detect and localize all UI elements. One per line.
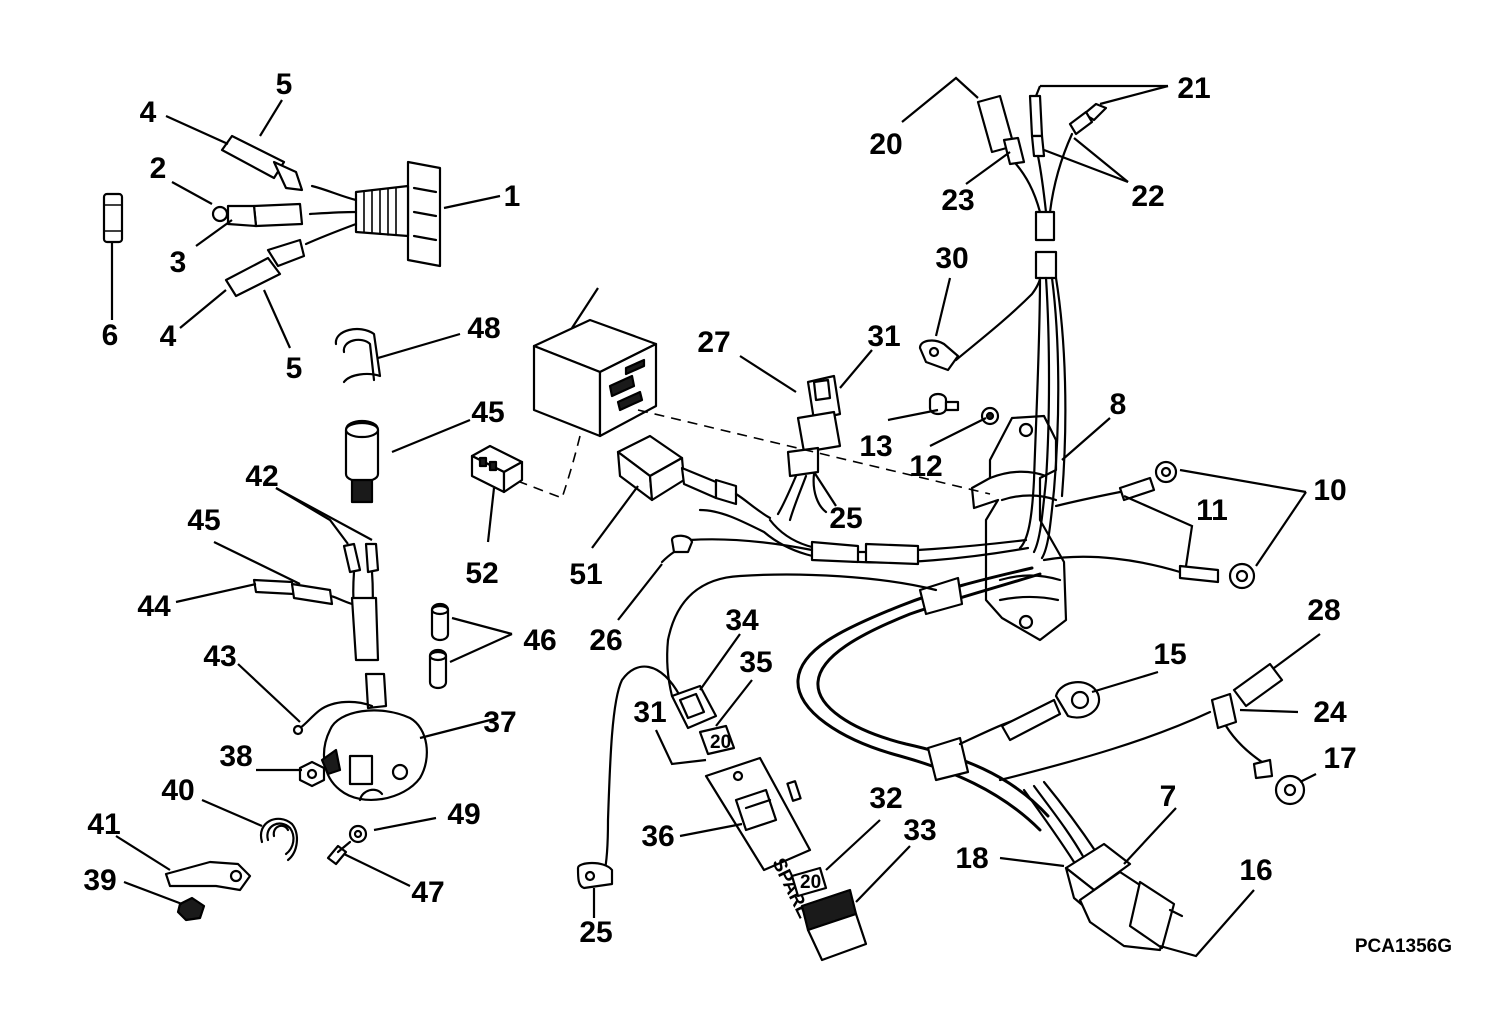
part-40-lever bbox=[164, 860, 252, 892]
part-31-fuse-lower: 20 bbox=[790, 866, 828, 898]
part-23-27-17-leads bbox=[998, 662, 1306, 806]
part-12-washer bbox=[980, 406, 1000, 426]
callout-5-lower: 5 bbox=[286, 352, 303, 385]
callout-45: 45 bbox=[471, 396, 504, 429]
callout-22: 23 bbox=[941, 184, 974, 217]
callout-11: 11 bbox=[1196, 494, 1228, 527]
callout-33: 34 bbox=[725, 604, 759, 637]
callout-44: 45 bbox=[187, 504, 220, 537]
part-34-fuse: 20 bbox=[698, 724, 736, 756]
part-13-screw bbox=[928, 392, 960, 416]
callout-48: 48 bbox=[467, 312, 500, 345]
part-5-connector-lower bbox=[224, 238, 306, 298]
callout-25-upper: 25 bbox=[829, 502, 862, 535]
callout-46: 46 bbox=[523, 624, 556, 657]
callout-38: 39 bbox=[83, 864, 116, 897]
callout-49: 49 bbox=[447, 798, 480, 831]
part-47-screw bbox=[326, 840, 352, 866]
callout-4-lower: 4 bbox=[160, 320, 177, 353]
callout-24: 25 bbox=[579, 916, 612, 949]
callout-15: 15 bbox=[1153, 638, 1186, 671]
callout-4-upper: 4 bbox=[140, 96, 157, 129]
callout-35: 36 bbox=[641, 820, 674, 853]
callout-25-lower: 26 bbox=[589, 624, 622, 657]
part-26-30-connector bbox=[776, 374, 842, 522]
callout-26: 27 bbox=[697, 326, 730, 359]
part-38-nut bbox=[176, 896, 206, 922]
callout-5-upper: 5 bbox=[276, 68, 293, 101]
callout-8: 8 bbox=[1110, 388, 1127, 421]
callout-41: 42 bbox=[245, 460, 278, 493]
callout-12: 12 bbox=[909, 450, 942, 483]
callout-20: 21 bbox=[1177, 72, 1210, 105]
part-37-nut bbox=[298, 760, 326, 788]
callout-39: 40 bbox=[161, 774, 194, 807]
callout-27: 28 bbox=[1307, 594, 1340, 627]
lower-cable bbox=[576, 566, 1050, 890]
part-19-20-21-22-leads bbox=[976, 94, 1108, 280]
figure-code: PCA1356G bbox=[1355, 936, 1452, 957]
part-48-clip bbox=[334, 327, 382, 384]
callout-43: 44 bbox=[137, 590, 171, 623]
part-49-washer bbox=[348, 824, 368, 844]
callout-50: 51 bbox=[569, 558, 602, 591]
part-5-connector-upper bbox=[220, 134, 304, 192]
callout-23: 24 bbox=[1313, 696, 1347, 729]
part-41-leads bbox=[328, 542, 380, 662]
part-45-switch bbox=[344, 419, 380, 504]
part-3-connector-middle bbox=[211, 202, 304, 228]
part-36-key-switch bbox=[292, 672, 428, 802]
alignment-line-plug bbox=[519, 435, 581, 500]
callout-13: 13 bbox=[859, 430, 892, 463]
callout-19: 20 bbox=[869, 128, 902, 161]
part-43-44-connector bbox=[252, 578, 334, 606]
part-15-ring-terminal bbox=[958, 681, 1101, 746]
callout-37: 38 bbox=[219, 740, 252, 773]
leader-lines bbox=[110, 76, 1321, 958]
part-46-sleeves bbox=[428, 602, 450, 690]
alignment-line-relay bbox=[637, 409, 991, 495]
fuse-rating-31: 20 bbox=[800, 872, 821, 893]
callout-1: 1 bbox=[504, 180, 521, 213]
callout-18: 18 bbox=[955, 842, 988, 875]
callout-34: 35 bbox=[739, 646, 772, 679]
callout-6: 6 bbox=[102, 319, 119, 352]
callout-7: 7 bbox=[1160, 780, 1177, 813]
callout-36: 37 bbox=[483, 706, 516, 739]
callout-32: 33 bbox=[903, 814, 936, 847]
callout-47: 47 bbox=[411, 876, 444, 909]
callout-16: 16 bbox=[1239, 854, 1272, 887]
part-8-terminal-block bbox=[970, 414, 1068, 642]
part-32-cap bbox=[800, 888, 868, 962]
main-harness-wires bbox=[660, 276, 1256, 590]
callout-2: 2 bbox=[150, 152, 167, 185]
callout-40: 41 bbox=[87, 808, 120, 841]
callout-31-lower: 32 bbox=[869, 782, 902, 815]
part-50-connector bbox=[616, 434, 772, 520]
part-7-connector bbox=[1022, 780, 1184, 952]
callout-21: 22 bbox=[1131, 180, 1164, 213]
part-39-spring bbox=[259, 817, 298, 862]
callout-42: 43 bbox=[203, 640, 236, 673]
callout-3: 3 bbox=[170, 246, 187, 279]
callout-10: 10 bbox=[1313, 474, 1346, 507]
part-33-connector bbox=[670, 684, 718, 730]
part-51-plug bbox=[470, 444, 524, 494]
callout-labels: 5 4 2 1 3 6 4 5 48 45 52 51 27 31 30 13 … bbox=[83, 68, 1452, 957]
callout-28: 30 bbox=[935, 242, 968, 275]
callout-51: 52 bbox=[465, 557, 498, 590]
part-52-relay bbox=[532, 318, 658, 438]
callout-31-upper: 31 bbox=[633, 696, 666, 729]
callout-17: 17 bbox=[1323, 742, 1356, 775]
part-35-fuse-holder: SPARE bbox=[704, 756, 814, 922]
part-6-fuse bbox=[102, 192, 124, 244]
fuse-rating-34: 20 bbox=[710, 732, 731, 753]
part-1-grommet-plug bbox=[304, 160, 442, 268]
callout-30: 31 bbox=[867, 320, 900, 353]
